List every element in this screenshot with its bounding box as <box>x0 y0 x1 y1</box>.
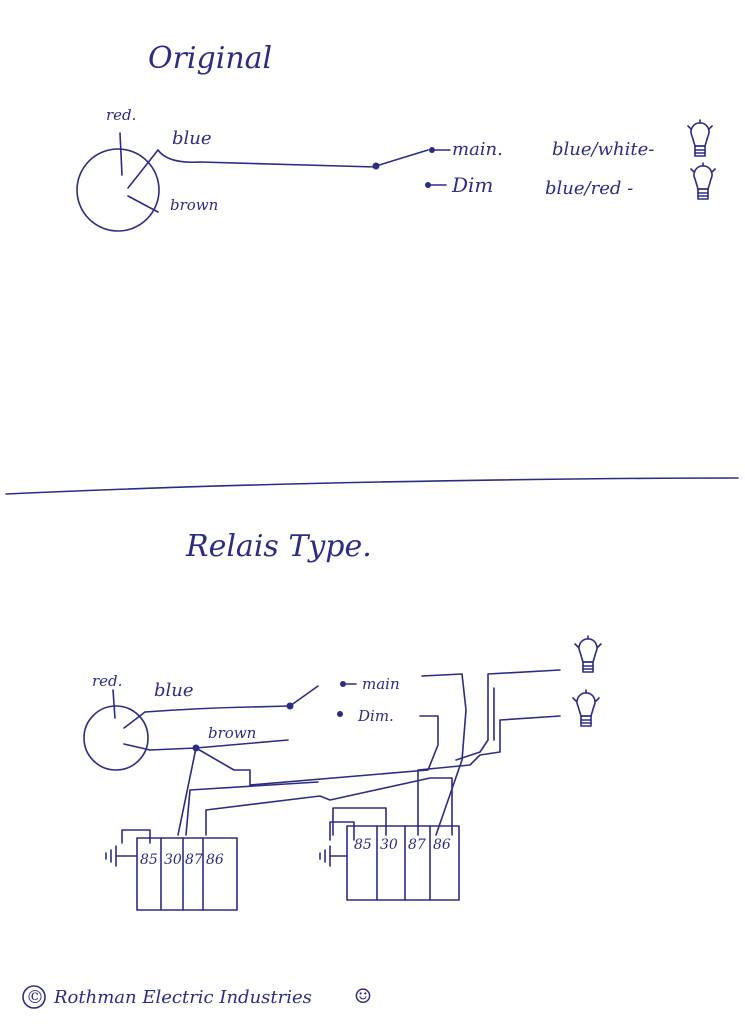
smiley-icon: ☺ <box>354 984 372 1008</box>
relay-left-terminal: 85 <box>140 852 158 868</box>
lamp-icon <box>572 689 600 727</box>
relay-wire-blue-label: blue <box>154 680 194 701</box>
relay-left-terminal: 87 <box>185 852 203 868</box>
switch-icon <box>83 689 151 771</box>
original-switch-arm <box>375 149 429 167</box>
original-wire-brown-label: brown <box>170 196 218 214</box>
relay-main-label: main <box>362 675 400 693</box>
switch-icon <box>76 132 160 232</box>
relay-left-terminal: 30 <box>164 852 182 868</box>
relay-right-terminal: 85 <box>354 837 372 853</box>
relay-blue-wire <box>144 705 291 713</box>
original-wire-blue-label: blue <box>172 128 212 149</box>
lamp-icon <box>690 162 716 200</box>
original-main-color: blue/white- <box>552 139 654 160</box>
relay-right-terminal: 86 <box>433 837 451 853</box>
original-diagram: Original red. blue brown main. Dim blue/… <box>76 41 716 232</box>
relay-right: 85 30 87 86 <box>319 821 460 901</box>
original-dim-label: Dim <box>451 173 493 197</box>
credit-text: Rothman Electric Industries <box>53 987 312 1008</box>
footer-credit: © Rothman Electric Industries ☺ <box>22 984 372 1009</box>
copyright-symbol: © <box>26 987 44 1008</box>
original-main-label: main. <box>452 139 503 160</box>
relay-dim-label: Dim. <box>357 707 394 725</box>
original-blue-wire <box>157 149 377 168</box>
relay-left: 85 30 87 86 <box>105 829 238 911</box>
original-dim-color: blue/red - <box>545 178 633 199</box>
original-title: Original <box>148 41 272 76</box>
relay-wire-brown-label: brown <box>208 724 256 742</box>
relay-wire-red-label: red. <box>92 672 122 690</box>
relay-diagram: Relais Type. red. blue brown main Dim. <box>83 529 602 911</box>
original-wire-red-label: red. <box>106 106 136 124</box>
ground-icon <box>319 845 348 867</box>
ground-icon <box>105 845 138 867</box>
relay-left-terminal: 86 <box>206 852 224 868</box>
relay-right-terminal: 30 <box>380 837 398 853</box>
relay-title: Relais Type. <box>185 529 372 564</box>
relay-switch-arm <box>289 685 319 707</box>
lamp-icon <box>687 119 713 157</box>
lamp-icon <box>574 635 602 673</box>
section-divider <box>5 477 739 495</box>
relay-right-terminal: 87 <box>408 837 426 853</box>
